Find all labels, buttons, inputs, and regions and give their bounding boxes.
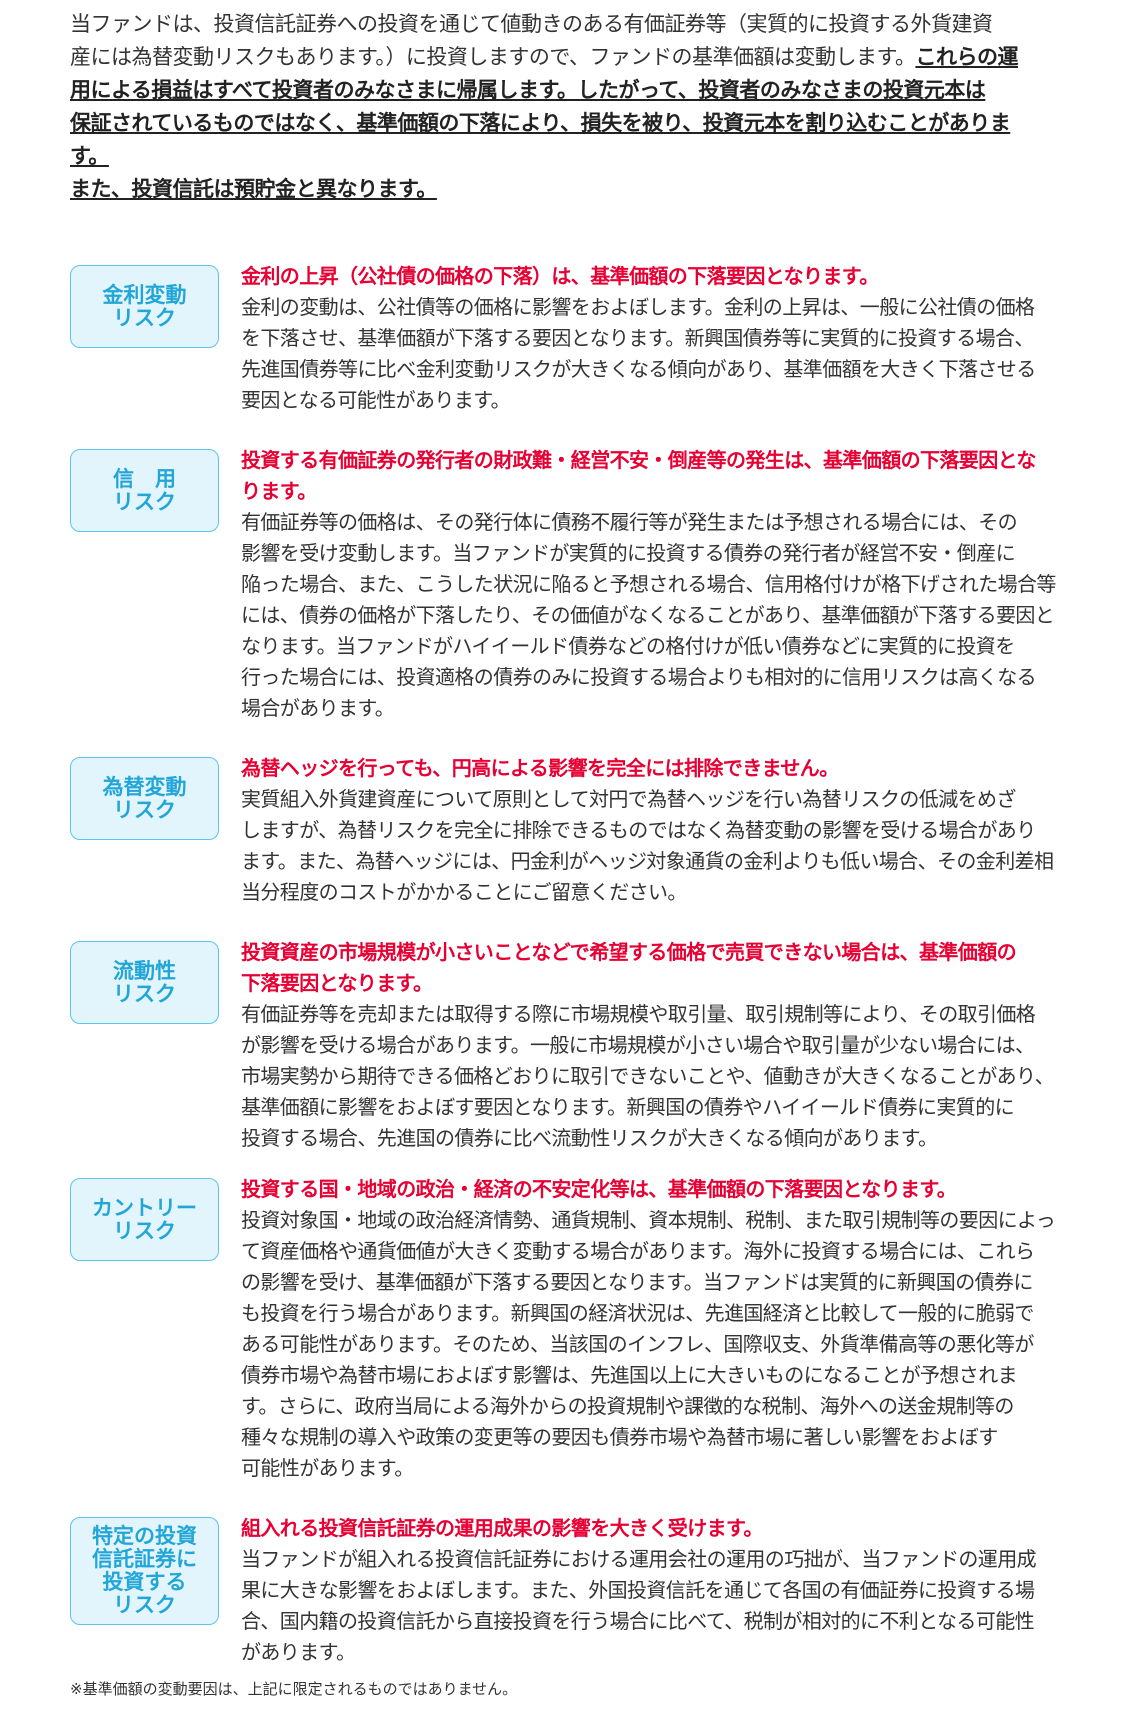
risk-body-line: ます。また、為替ヘッジには、円金利がヘッジ対象通貨の金利よりも低い場合、その金利… bbox=[241, 849, 1054, 873]
risk-body-line: 影響を受け変動します。当ファンドが実質的に投資する債券の発行者が経営不安・倒産に bbox=[241, 541, 1016, 565]
risk-body-line: 有価証券等を売却または取得する際に市場規模や取引量、取引規制等により、その取引価… bbox=[241, 1002, 1036, 1026]
risk-headline: 投資する有価証券の発行者の財政難・経営不安・倒産等の発生は、基準価額の下落要因と… bbox=[241, 448, 1036, 472]
risk-body-line: 市場実勢から期待できる価格どおりに取引できないことや、値動きが大きくなることがあ… bbox=[241, 1064, 1055, 1088]
risk-body-line: て資産価格や通貨価値が大きく変動する場合があります。海外に投資する場合には、これ… bbox=[241, 1239, 1035, 1263]
risk-body-line: の影響を受け、基準価額が下落する要因となります。当ファンドは実質的に新興国の債券… bbox=[241, 1270, 1033, 1294]
risk-description: 投資する有価証券の発行者の財政難・経営不安・倒産等の発生は、基準価額の下落要因と… bbox=[241, 445, 1081, 724]
risk-body-line: 合、国内籍の投資信託から直接投資を行う場合に比べて、税制が相対的に不利となる可能… bbox=[241, 1609, 1035, 1633]
footnote: ※基準価額の変動要因は、上記に限定されるものではありません。 bbox=[70, 1680, 518, 1698]
risk-body-line: 債券市場や為替市場におよぼす影響は、先進国以上に大きいものになることが予想されま bbox=[241, 1363, 1018, 1387]
risk-body-line: 当ファンドが組入れる投資信託証券における運用会社の運用の巧拙が、当ファンドの運用… bbox=[241, 1547, 1037, 1571]
risk-description: 組入れる投資信託証券の運用成果の影響を大きく受けます。当ファンドが組入れる投資信… bbox=[241, 1513, 1081, 1668]
intro-underlined-line: また、投資信託は預貯金と異なります。 bbox=[70, 177, 437, 201]
risk-body-line: には、債券の価格が下落したり、その価値がなくなることがあり、基準価額が下落する要… bbox=[241, 603, 1055, 627]
intro-line: 産には為替変動リスクもあります。）に投資しますので、ファンドの基準価額は変動しま… bbox=[70, 41, 1070, 74]
risk-badge-label: 特定の投資 bbox=[92, 1524, 197, 1548]
risk-description: 投資資産の市場規模が小さいことなどで希望する価格で売買できない場合は、基準価額の… bbox=[241, 937, 1081, 1154]
risk-body-line: 陥った場合、また、こうした状況に陥ると予想される場合、信用格付けが格下げされた場… bbox=[241, 572, 1056, 596]
risk-badge-label: 為替変動 bbox=[102, 774, 187, 799]
risk-body-line: なります。当ファンドがハイイールド債券などの格付けが低い債券などに実質的に投資を bbox=[241, 634, 1015, 658]
risk-description: 金利の上昇（公社債の価格の下落）は、基準価額の下落要因となります。金利の変動は、… bbox=[241, 261, 1081, 416]
risk-badge-label: リスク bbox=[113, 797, 176, 822]
intro-underlined-line: す。 bbox=[70, 144, 109, 168]
risk-badge-label: リスク bbox=[113, 1218, 176, 1243]
intro-underlined-line: 保証されているものではなく、基準価額の下落により、損失を被り、投資元本を割り込む… bbox=[70, 111, 1011, 135]
risk-headline: 組入れる投資信託証券の運用成果の影響を大きく受けます。 bbox=[241, 1516, 763, 1540]
risk-body-line: 種々な規制の導入や政策の変更等の要因も債券市場や為替市場に著しい影響をおよぼす bbox=[241, 1425, 998, 1449]
risk-body-line: があります。 bbox=[241, 1640, 356, 1664]
risk-badge-label: 流動性 bbox=[113, 958, 176, 983]
risk-body-line: す。さらに、政府当局による海外からの投資規制や課徴的な税制、海外への送金規制等の bbox=[241, 1394, 1014, 1418]
risk-body-line: が影響を受ける場合があります。一般に市場規模が小さい場合や取引量が少ない場合には… bbox=[241, 1033, 1035, 1057]
risk-body-line: 基準価額に影響をおよぼす要因となります。新興国の債券やハイイールド債券に実質的に bbox=[241, 1095, 1015, 1119]
risk-body-line: 場合があります。 bbox=[241, 696, 395, 720]
intro-paragraph: 当ファンドは、投資信託証券への投資を通じて値動きのある有価証券等（実質的に投資す… bbox=[70, 8, 1070, 206]
risk-badge: カントリーリスク bbox=[70, 1178, 219, 1261]
intro-underlined-line: 用による損益はすべて投資者のみなさまに帰属します。したがって、投資者のみなさまの… bbox=[70, 78, 986, 102]
intro-line: 当ファンドは、投資信託証券への投資を通じて値動きのある有価証券等（実質的に投資す… bbox=[70, 12, 993, 36]
risk-badge: 信 用リスク bbox=[70, 449, 219, 532]
risk-headline: 投資する国・地域の政治・経済の不安定化等は、基準価額の下落要因となります。 bbox=[241, 1177, 957, 1201]
risk-badge-label: 信託証券に bbox=[92, 1547, 197, 1571]
intro-text: 産には為替変動リスクもあります。）に投資しますので、ファンドの基準価額は変動しま… bbox=[70, 45, 916, 69]
risk-body-line: 投資対象国・地域の政治経済情勢、通貨規制、資本規制、税制、また取引規制等の要因に… bbox=[241, 1208, 1056, 1232]
risk-body-line: しますが、為替リスクを完全に排除できるものではなく為替変動の影響を受ける場合があ… bbox=[241, 818, 1036, 842]
risk-badge-label: カントリー bbox=[92, 1195, 197, 1220]
risk-body-line: 投資する場合、先進国の債券に比べ流動性リスクが大きくなる傾向があります。 bbox=[241, 1126, 938, 1150]
risk-badge-label: リスク bbox=[113, 1593, 176, 1617]
risk-badge: 為替変動リスク bbox=[70, 757, 219, 840]
risk-description: 為替ヘッジを行っても、円高による影響を完全には排除できません。実質組入外貨建資産… bbox=[241, 753, 1081, 908]
risk-body-line: 要因となる可能性があります。 bbox=[241, 388, 511, 412]
risk-badge-label: 金利変動 bbox=[102, 282, 187, 307]
risk-badge-label: リスク bbox=[113, 305, 176, 330]
risk-description: 投資する国・地域の政治・経済の不安定化等は、基準価額の下落要因となります。投資対… bbox=[241, 1174, 1081, 1484]
risk-body-line: 行った場合には、投資適格の債券のみに投資する場合よりも相対的に信用リスクは高くな… bbox=[241, 665, 1037, 689]
risk-badge-label: 投資する bbox=[102, 1570, 187, 1594]
risk-body-line: 果に大きな影響をおよぼします。また、外国投資信託を通じて各国の有価証券に投資する… bbox=[241, 1578, 1035, 1602]
risk-badge-label: リスク bbox=[113, 489, 176, 514]
risk-badge: 流動性リスク bbox=[70, 941, 219, 1024]
risk-body-line: を下落させ、基準価額が下落する要因となります。新興国債券等に実質的に投資する場合… bbox=[241, 326, 1034, 350]
risk-body-line: ある可能性があります。そのため、当該国のインフレ、国際収支、外貨準備高等の悪化等… bbox=[241, 1332, 1034, 1356]
intro-underlined-text: これらの運 bbox=[915, 45, 1018, 69]
risk-badge-label: 信 用 bbox=[113, 466, 176, 491]
risk-body-line: 有価証券等の価格は、その発行体に債務不履行等が発生または予想される場合には、その bbox=[241, 510, 1018, 534]
risk-badge: 金利変動リスク bbox=[70, 265, 219, 348]
risk-headline: 投資資産の市場規模が小さいことなどで希望する価格で売買できない場合は、基準価額の bbox=[241, 940, 1017, 964]
risk-body-line: 先進国債券等に比べ金利変動リスクが大きくなる傾向があり、基準価額を大きく下落させ… bbox=[241, 357, 1036, 381]
risk-headline: 下落要因となります。 bbox=[241, 971, 433, 995]
risk-body-line: 実質組入外貨建資産について原則として対円で為替ヘッジを行い為替リスクの低減をめざ bbox=[241, 787, 1016, 811]
risk-body-line: も投資を行う場合があります。新興国の経済状況は、先進国経済と比較して一般的に脆弱… bbox=[241, 1301, 1034, 1325]
risk-body-line: 可能性があります。 bbox=[241, 1456, 414, 1480]
risk-headline: 為替ヘッジを行っても、円高による影響を完全には排除できません。 bbox=[241, 756, 839, 780]
risk-body-line: 金利の変動は、公社債等の価格に影響をおよぼします。金利の上昇は、一般に公社債の価… bbox=[241, 295, 1035, 319]
risk-headline: ります。 bbox=[241, 479, 317, 503]
risk-headline: 金利の上昇（公社債の価格の下落）は、基準価額の下落要因となります。 bbox=[241, 264, 879, 288]
risk-badge-label: リスク bbox=[113, 981, 176, 1006]
risk-badge: 特定の投資信託証券に投資するリスク bbox=[70, 1517, 219, 1625]
risk-body-line: 当分程度のコストがかかることにご留意ください。 bbox=[241, 880, 687, 904]
